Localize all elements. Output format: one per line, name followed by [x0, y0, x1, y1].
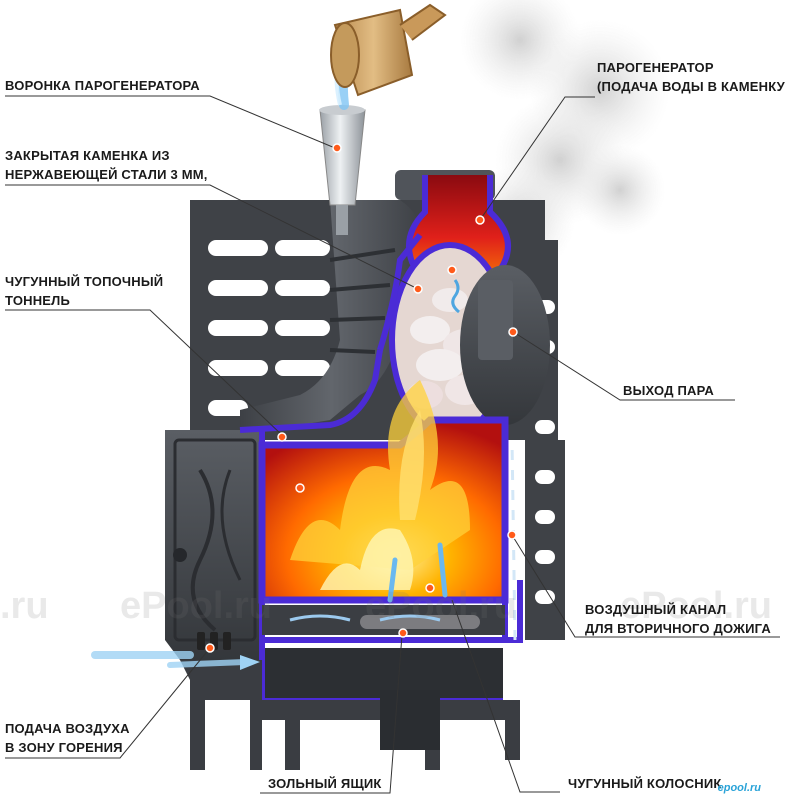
label-steam-generator: ПАРОГЕНЕРАТОР (ПОДАЧА ВОДЫ В КАМЕНКУ) [597, 58, 785, 96]
label-steam-generator-line2: (ПОДАЧА ВОДЫ В КАМЕНКУ) [597, 79, 785, 94]
steam-outlet [460, 265, 550, 425]
label-air-channel-line1: ВОЗДУШНЫЙ КАНАЛ [585, 602, 727, 617]
label-air-supply-line1: ПОДАЧА ВОЗДУХА [5, 721, 130, 736]
label-steam-generator-line1: ПАРОГЕНЕРАТОР [597, 60, 714, 75]
grate-ash-area [262, 605, 505, 698]
label-ash-box: ЗОЛЬНЫЙ ЯЩИК [268, 774, 382, 793]
label-air-channel: ВОЗДУШНЫЙ КАНАЛ ДЛЯ ВТОРИЧНОГО ДОЖИГА [585, 600, 771, 638]
label-tunnel-line1: ЧУГУННЫЙ ТОПОЧНЫЙ [5, 274, 164, 289]
watermark-3: ePool.ru [620, 585, 773, 627]
label-air-supply: ПОДАЧА ВОЗДУХА В ЗОНУ ГОРЕНИЯ [5, 719, 130, 757]
label-steam-exit: ВЫХОД ПАРА [623, 381, 714, 400]
steam-generator-funnel [319, 105, 366, 235]
stove-base [180, 660, 520, 770]
label-funnel-text: ВОРОНКА ПАРОГЕНЕРАТОРА [5, 78, 200, 93]
label-closed-heater: ЗАКРЫТАЯ КАМЕНКА ИЗ НЕРЖАВЕЮЩЕЙ СТАЛИ 3 … [5, 146, 208, 184]
label-grate: ЧУГУННЫЙ КОЛОСНИК [568, 774, 722, 793]
label-funnel: ВОРОНКА ПАРОГЕНЕРАТОРА [5, 76, 200, 95]
watermark-1: ePool.ru [120, 585, 273, 627]
brand-logo: epool.ru [717, 782, 761, 794]
label-air-channel-line2: ДЛЯ ВТОРИЧНОГО ДОЖИГА [585, 621, 771, 636]
marker-dots [205, 143, 518, 653]
label-ash-box-text: ЗОЛЬНЫЙ ЯЩИК [268, 776, 382, 791]
label-air-supply-line2: В ЗОНУ ГОРЕНИЯ [5, 740, 123, 755]
label-tunnel-line2: ТОННЕЛЬ [5, 293, 71, 308]
firebox [258, 380, 509, 604]
leader-lines [5, 95, 780, 794]
label-closed-heater-line2: НЕРЖАВЕЮЩЕЙ СТАЛИ 3 ММ, [5, 167, 208, 182]
air-supply-arrow [91, 439, 517, 670]
watermark-4: .ru [0, 585, 49, 627]
label-steam-exit-text: ВЫХОД ПАРА [623, 383, 714, 398]
label-closed-heater-line1: ЗАКРЫТАЯ КАМЕНКА ИЗ [5, 148, 170, 163]
label-grate-text: ЧУГУННЫЙ КОЛОСНИК [568, 776, 722, 791]
wooden-ladle [330, 3, 447, 97]
label-tunnel: ЧУГУННЫЙ ТОПОЧНЫЙ ТОННЕЛЬ [5, 272, 163, 310]
watermark-2: ePool.ru [365, 585, 518, 627]
stove-body [165, 430, 265, 660]
